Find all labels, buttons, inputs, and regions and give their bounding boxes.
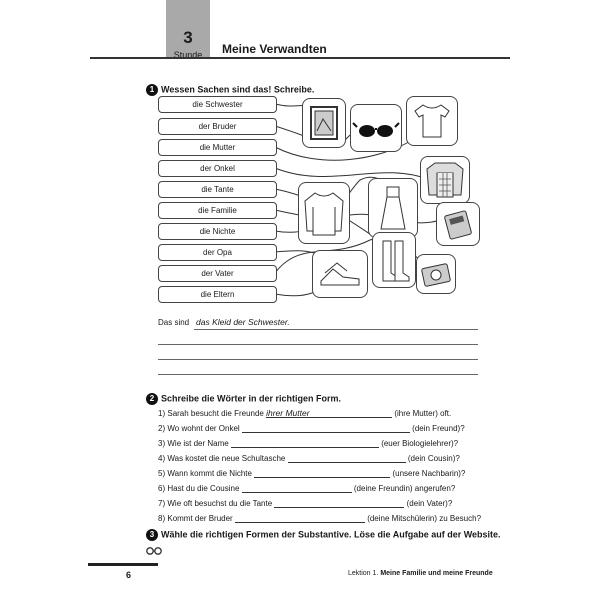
person-box: die Schwester (158, 96, 277, 113)
footer-lesson-number: Lektion 1. (348, 570, 379, 577)
sentence-number: 4) (158, 454, 166, 463)
sentence-row: 6) Hast du die Cousine (deine Freundin) … (158, 483, 455, 493)
answer-line (158, 359, 478, 360)
sentence-hint: (dein Vater)? (406, 499, 453, 508)
lesson-tab (166, 0, 210, 58)
sentence-number: 2) (158, 424, 166, 433)
sunglasses-icon (350, 104, 402, 152)
sentence-row: 5) Wann kommt die Nichte (unsere Nachbar… (158, 468, 465, 478)
answer-line (194, 329, 478, 330)
person-box: der Vater (158, 265, 277, 282)
fill-blank[interactable] (287, 453, 406, 463)
sentence-hint: (deine Mitschülerin) zu Besuch? (367, 514, 482, 523)
fill-blank[interactable]: ihrer Mutter (266, 408, 393, 418)
exercise-instruction: Wessen Sachen sind das! Schreibe. (161, 84, 315, 95)
fill-blank[interactable] (241, 483, 352, 493)
person-box: die Nichte (158, 223, 277, 240)
fill-blank[interactable] (274, 498, 405, 508)
sentence-text: Hast du die Cousine (167, 484, 240, 493)
page-title: Meine Verwandten (222, 42, 327, 56)
sentence-text: Sarah besucht die Freunde (167, 409, 264, 418)
footer-rule (88, 563, 158, 566)
picture-frame-icon (302, 98, 346, 148)
answer-line (158, 374, 478, 375)
sentence-row: 1) Sarah besucht die Freunde ihrer Mutte… (158, 408, 451, 418)
camera-icon (416, 254, 456, 294)
exercise-number: 1 (146, 84, 158, 96)
sweater-icon (298, 182, 350, 244)
sentence-hint: (euer Biologielehrer)? (381, 439, 459, 448)
book-icon (436, 202, 480, 246)
exercise-instruction: Schreibe die Wörter in der richtigen For… (161, 393, 342, 404)
person-box: die Mutter (158, 139, 277, 156)
tshirt-icon (406, 96, 458, 146)
sentence-text: Wo wohnt der Onkel (167, 424, 240, 433)
lesson-number: 3 (183, 28, 193, 47)
sentence-number: 6) (158, 484, 166, 493)
person-box: die Eltern (158, 286, 277, 303)
sentence-row: 7) Wie oft besuchst du die Tante (dein V… (158, 498, 452, 508)
web-link-icon[interactable] (146, 543, 162, 561)
sentence-text: Kommt der Bruder (167, 514, 233, 523)
person-box: der Opa (158, 244, 277, 261)
fill-blank[interactable] (230, 438, 379, 448)
sentence-text: Wie oft besuchst du die Tante (167, 499, 273, 508)
sentence-number: 5) (158, 469, 166, 478)
sentence-number: 7) (158, 499, 166, 508)
fill-blank[interactable] (241, 423, 410, 433)
sentence-text: Wie ist der Name (167, 439, 229, 448)
sentence-text: Was kostet die neue Schultasche (167, 454, 286, 463)
exercise-number: 3 (146, 529, 158, 541)
answer-line (158, 344, 478, 345)
exercise-number: 2 (146, 393, 158, 405)
sentence-hint: (unsere Nachbarin)? (392, 469, 466, 478)
answer-prefix: Das sind (158, 318, 190, 327)
sentence-row: 8) Kommt der Bruder (deine Mitschülerin)… (158, 513, 481, 523)
sentence-text: Wann kommt die Nichte (167, 469, 252, 478)
exercise-instruction: Wähle die richtigen Formen der Substanti… (161, 529, 501, 540)
lesson-label: Stunde (173, 50, 203, 60)
sentence-row: 2) Wo wohnt der Onkel (dein Freund)? (158, 423, 465, 433)
sentence-hint: (dein Cousin)? (407, 454, 460, 463)
sentence-number: 1) (158, 409, 166, 418)
sentence-hint: (deine Freundin) angerufen? (353, 484, 456, 493)
sentence-hint: (dein Freund)? (412, 424, 465, 433)
sentence-number: 3) (158, 439, 166, 448)
footer-lesson-title: Meine Familie und meine Freunde (380, 570, 493, 577)
boots-icon (372, 232, 416, 288)
header-rule (90, 57, 510, 59)
sentence-row: 3) Wie ist der Name (euer Biologielehrer… (158, 438, 458, 448)
sentence-row: 4) Was kostet die neue Schultasche (dein… (158, 453, 460, 463)
dress-icon (368, 178, 418, 238)
person-box: der Onkel (158, 160, 277, 177)
page-number: 6 (126, 570, 132, 580)
checked-shirt-icon (420, 156, 470, 204)
footer-lesson: Lektion 1. Meine Familie und meine Freun… (348, 570, 493, 577)
sentence-number: 8) (158, 514, 166, 523)
person-box: die Familie (158, 202, 277, 219)
person-box: der Bruder (158, 118, 277, 135)
shoes-icon (312, 250, 368, 298)
person-box: die Tante (158, 181, 277, 198)
answer-example: das Kleid der Schwester. (196, 317, 290, 327)
fill-blank[interactable] (234, 513, 365, 523)
sentence-hint: (ihre Mutter) oft. (394, 409, 452, 418)
fill-blank[interactable] (254, 468, 391, 478)
